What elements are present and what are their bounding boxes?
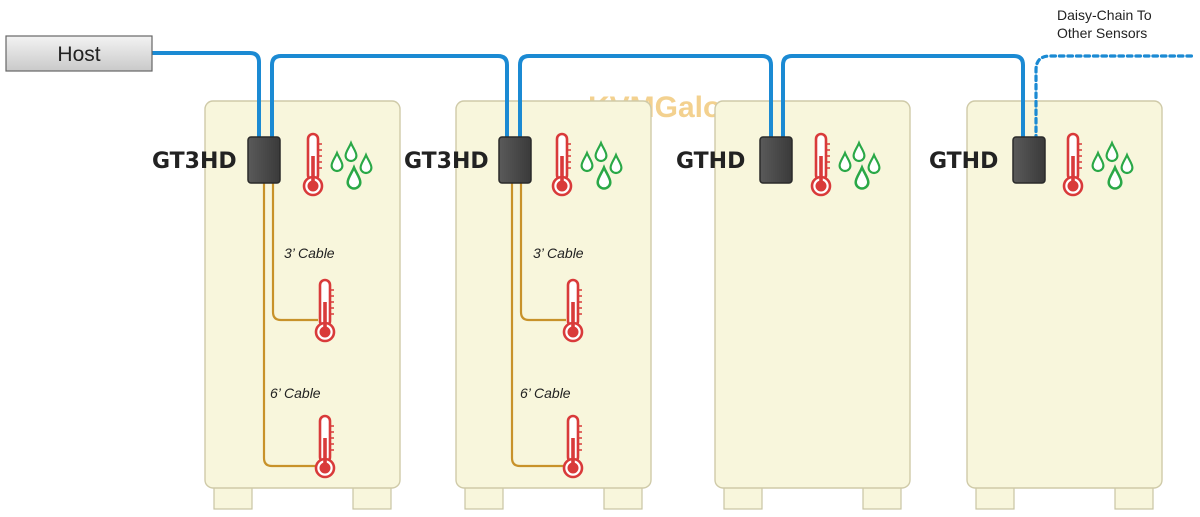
rack-foot — [213, 486, 253, 510]
probe-cables — [262, 183, 566, 468]
rack-foot — [352, 486, 392, 510]
daisy-chain-label-line1: Daisy-Chain To — [1057, 7, 1152, 23]
probe-cable-3ft — [519, 183, 566, 322]
probe-thermometer-icon — [562, 278, 584, 343]
chain-cable — [518, 54, 773, 142]
host-cable — [150, 51, 261, 142]
rack-4 — [966, 100, 1163, 510]
rack-cabinet — [966, 100, 1163, 489]
sensor-box — [759, 136, 793, 184]
sensor-box — [247, 136, 281, 184]
rack-3 — [714, 100, 911, 510]
rack-foot — [723, 486, 763, 510]
thermometer-icon — [551, 132, 573, 197]
thermometer-icon — [302, 132, 324, 197]
probe-thermometer-icon — [562, 414, 584, 479]
rack-cabinet — [204, 100, 401, 489]
rack-2-model-label: GT3HD — [404, 149, 489, 174]
rack-foot — [1114, 486, 1154, 510]
rack-2 — [455, 100, 652, 510]
rack-foot — [464, 486, 504, 510]
probe-cable-6ft — [262, 183, 318, 468]
probe-cable-3ft — [271, 183, 318, 322]
network-cables — [150, 51, 1194, 142]
rack-1-model-label: GT3HD — [152, 149, 237, 174]
rack-3-model-label: GTHD — [676, 149, 745, 174]
thermometer-icon — [810, 132, 832, 197]
rack-cabinet — [714, 100, 911, 489]
rack-foot — [975, 486, 1015, 510]
sensor-box — [498, 136, 532, 184]
cable-label-3ft: 3’ Cable — [533, 245, 584, 261]
chain-cable — [270, 54, 509, 142]
rack-foot — [603, 486, 643, 510]
rack-foot — [862, 486, 902, 510]
host-box: Host — [5, 35, 153, 72]
probe-cable-6ft — [510, 183, 566, 468]
probe-thermometer-icon — [314, 278, 336, 343]
rack-1 — [204, 100, 401, 510]
cable-label-6ft: 6’ Cable — [520, 385, 571, 401]
cable-label-3ft: 3’ Cable — [284, 245, 335, 261]
chain-cable — [781, 54, 1025, 142]
sensor-box — [1012, 136, 1046, 184]
rack-4-model-label: GTHD — [929, 149, 998, 174]
rack-cabinet — [455, 100, 652, 489]
host-label: Host — [57, 43, 100, 66]
daisy-chain-label-line2: Other Sensors — [1057, 25, 1147, 41]
daisy-chain-cable — [1034, 54, 1194, 142]
probe-thermometer-icon — [314, 414, 336, 479]
cable-label-6ft: 6’ Cable — [270, 385, 321, 401]
